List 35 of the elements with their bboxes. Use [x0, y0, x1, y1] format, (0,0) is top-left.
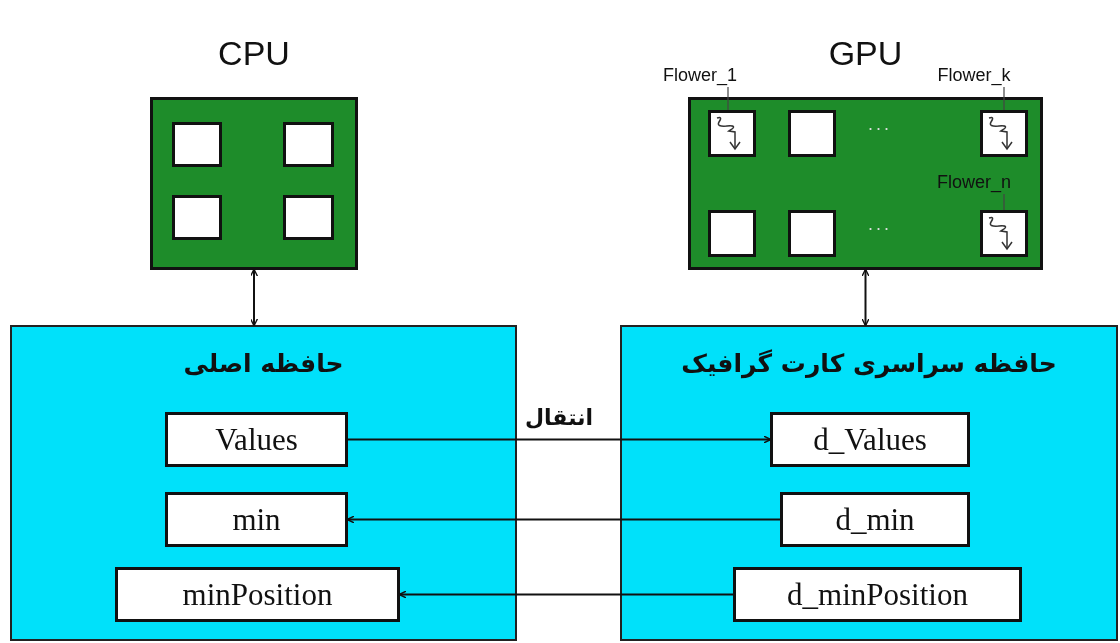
memory-panel	[620, 325, 1118, 641]
core-box	[788, 210, 836, 257]
arrow	[346, 515, 781, 524]
processor-title: GPU	[827, 34, 904, 73]
arrow	[249, 268, 259, 327]
variable-box: Values	[165, 412, 348, 467]
variable-box: d_minPosition	[733, 567, 1022, 622]
ellipsis-dots: ...	[868, 113, 892, 135]
thread-label: Flower_n	[937, 171, 1011, 193]
core-box	[980, 110, 1028, 157]
core-box	[708, 110, 756, 157]
thread-label: Flower_k	[937, 64, 1011, 86]
memory-panel	[10, 325, 517, 641]
arrow	[347, 435, 772, 444]
leader-line	[727, 86, 729, 111]
arrow	[861, 268, 870, 327]
memory-title: حافظه سراسری کارت گرافیک	[680, 349, 1058, 378]
core-box	[172, 195, 222, 240]
variable-box: d_min	[780, 492, 970, 547]
variable-box: d_Values	[770, 412, 970, 467]
thread-label: Flower_1	[663, 64, 737, 86]
variable-box: min	[165, 492, 348, 547]
leader-line	[1003, 86, 1005, 111]
core-box	[283, 122, 334, 167]
core-box	[788, 110, 836, 157]
memory-title: حافظه اصلی	[182, 349, 345, 378]
core-box	[283, 195, 334, 240]
ellipsis-dots: ...	[868, 213, 892, 235]
arrow	[398, 590, 734, 599]
processor-title: CPU	[217, 34, 291, 73]
core-box	[708, 210, 756, 257]
core-box	[172, 122, 222, 167]
core-box	[980, 210, 1028, 257]
leader-line	[1003, 193, 1005, 211]
variable-box: minPosition	[115, 567, 400, 622]
